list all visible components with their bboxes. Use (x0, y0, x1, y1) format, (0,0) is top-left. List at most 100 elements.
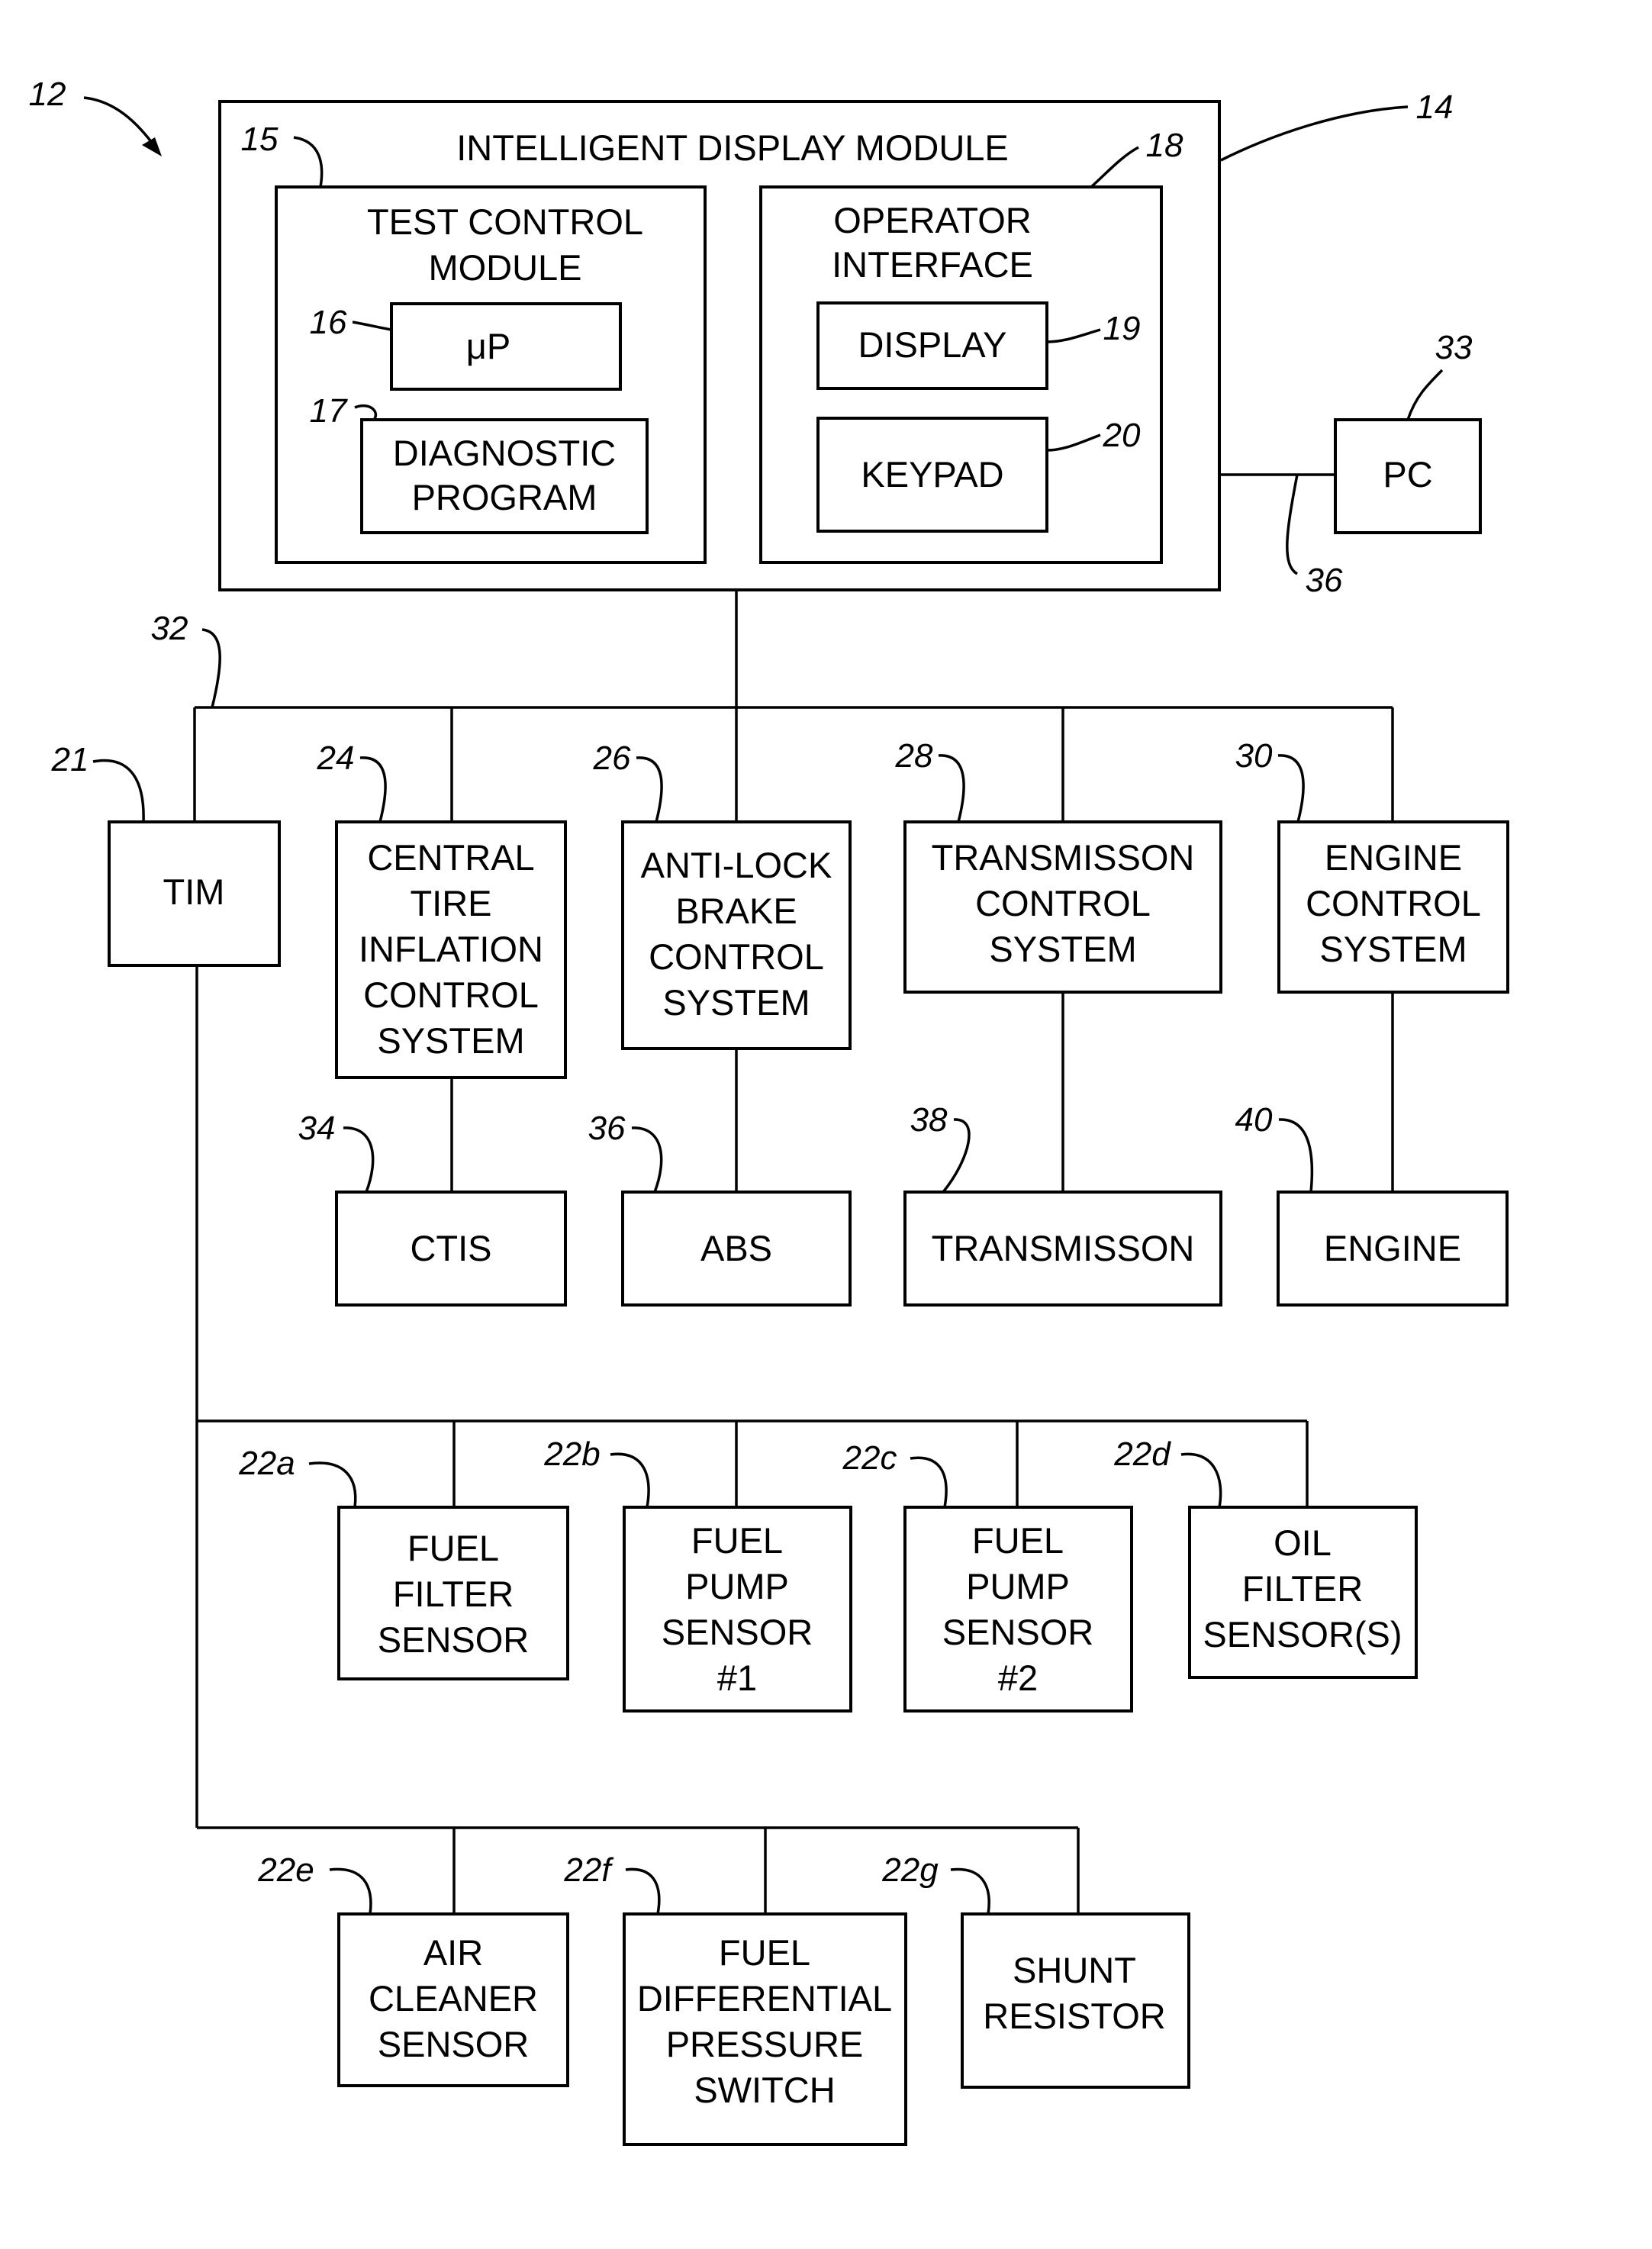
diagnostic-program-line-1: DIAGNOSTIC (393, 433, 616, 473)
transmission-control-line-1: TRANSMISSON (932, 837, 1195, 878)
fuel-pump-sensor-2-ref: 22c (842, 1439, 897, 1477)
fuel-pump-sensor-2-line-4: #2 (998, 1658, 1038, 1698)
microprocessor-label: μP (466, 326, 510, 366)
air-cleaner-sensor-leader (330, 1869, 371, 1914)
fuel-pump-sensor-1-line-1: FUEL (691, 1520, 783, 1561)
fuel-filter-sensor-leader (309, 1463, 356, 1507)
engine-ref: 40 (1235, 1101, 1273, 1139)
operator-interface-ref: 18 (1146, 127, 1183, 164)
abs-ref: 36 (588, 1110, 626, 1147)
fuel-diff-pressure-switch-line-1: FUEL (719, 1932, 810, 1973)
air-cleaner-sensor-line-2: CLEANER (369, 1978, 538, 2019)
ctis-leader (343, 1128, 373, 1192)
ctis-control-leader (360, 758, 385, 822)
oil-filter-sensor-line-3: SENSOR(S) (1203, 1614, 1402, 1655)
engine-control-ref: 30 (1235, 737, 1273, 775)
intelligent-display-module-leader (1221, 107, 1408, 160)
ctis-control-line-5: SYSTEM (377, 1020, 524, 1061)
fuel-filter-sensor-line-2: FILTER (393, 1574, 514, 1614)
fuel-pump-sensor-2-leader (910, 1458, 946, 1507)
test-control-module-ref: 15 (241, 121, 279, 158)
abs-control-line-4: SYSTEM (662, 982, 810, 1023)
abs-control-ref: 26 (593, 739, 631, 777)
ctis-label: CTIS (410, 1228, 491, 1268)
operator-interface-line-1: OPERATOR (833, 200, 1031, 240)
engine-label: ENGINE (1324, 1228, 1461, 1268)
ctis-control-line-3: INFLATION (359, 929, 543, 969)
shunt-resistor-ref: 22g (881, 1851, 939, 1889)
figure-ref-label: 12 (29, 76, 66, 113)
fuel-diff-pressure-switch-line-3: PRESSURE (666, 2024, 864, 2064)
display-label: DISPLAY (858, 324, 1006, 365)
tim-leader (93, 761, 143, 822)
fuel-pump-sensor-1-line-3: SENSOR (662, 1612, 813, 1652)
abs-control-line-1: ANTI-LOCK (641, 845, 832, 885)
pc-link-ref: 36 (1306, 562, 1343, 599)
abs-leader (632, 1128, 662, 1192)
transmission-control-ref: 28 (895, 737, 933, 775)
ctis-control-line-4: CONTROL (363, 975, 539, 1015)
intelligent-display-module-ref: 14 (1416, 89, 1454, 126)
abs-control-line-2: BRAKE (675, 891, 797, 931)
abs-label: ABS (700, 1228, 772, 1268)
fuel-diff-pressure-switch-line-4: SWITCH (694, 2070, 835, 2110)
shunt-resistor-leader (951, 1869, 989, 1914)
engine-control-line-1: ENGINE (1325, 837, 1462, 878)
keypad-label: KEYPAD (861, 454, 1003, 495)
fuel-pump-sensor-1-leader (610, 1454, 649, 1507)
ctis-ref: 34 (298, 1110, 336, 1147)
fuel-filter-sensor-ref: 22a (238, 1445, 295, 1482)
oil-filter-sensor-leader (1181, 1454, 1221, 1507)
fuel-diff-pressure-switch-ref: 22f (563, 1851, 614, 1889)
engine-leader (1279, 1120, 1312, 1192)
shunt-resistor-line-2: RESISTOR (983, 1996, 1165, 2036)
transmission-control-leader (939, 756, 964, 822)
keypad-ref: 20 (1103, 417, 1141, 454)
figure-pointer-arrow (84, 98, 156, 149)
abs-control-leader (636, 758, 662, 822)
figure-pointer-arrowhead (142, 137, 162, 156)
tim-ref: 21 (51, 741, 89, 778)
fuel-diff-pressure-switch-line-2: DIFFERENTIAL (637, 1978, 892, 2019)
fuel-pump-sensor-2-line-2: PUMP (966, 1566, 1070, 1606)
operator-interface-line-2: INTERFACE (832, 244, 1033, 285)
microprocessor-ref: 16 (310, 304, 347, 341)
shunt-resistor-line-1: SHUNT (1013, 1950, 1136, 1990)
engine-control-leader (1278, 756, 1303, 822)
oil-filter-sensor-ref: 22d (1113, 1435, 1171, 1473)
test-control-module-line-2: MODULE (428, 247, 581, 288)
air-cleaner-sensor-line-1: AIR (423, 1932, 483, 1973)
fuel-pump-sensor-1-line-2: PUMP (685, 1566, 789, 1606)
oil-filter-sensor-line-1: OIL (1274, 1522, 1332, 1563)
ctis-control-line-2: TIRE (410, 883, 491, 923)
ctis-control-ref: 24 (317, 739, 355, 777)
transmission-control-line-2: CONTROL (975, 883, 1151, 923)
tim-label: TIM (163, 872, 225, 912)
fuel-pump-sensor-1-line-4: #1 (717, 1658, 757, 1698)
transmission-control-line-3: SYSTEM (989, 929, 1136, 969)
fuel-filter-sensor-line-1: FUEL (407, 1528, 499, 1568)
transmission-label: TRANSMISSON (932, 1228, 1195, 1268)
data-bus-leader (202, 630, 220, 707)
fuel-pump-sensor-2-line-1: FUEL (972, 1520, 1064, 1561)
transmission-ref: 38 (910, 1101, 948, 1139)
diagnostic-program-ref: 17 (310, 392, 348, 430)
pc-ref: 33 (1435, 329, 1473, 366)
display-ref: 19 (1103, 310, 1141, 347)
pc-label: PC (1383, 454, 1432, 495)
abs-control-line-3: CONTROL (649, 936, 824, 977)
fuel-diff-pressure-switch-leader (626, 1869, 659, 1914)
fuel-pump-sensor-1-ref: 22b (543, 1435, 600, 1473)
engine-control-line-3: SYSTEM (1319, 929, 1467, 969)
diagnostic-program-line-2: PROGRAM (412, 477, 597, 517)
oil-filter-sensor-line-2: FILTER (1242, 1568, 1363, 1609)
fuel-pump-sensor-2-line-3: SENSOR (942, 1612, 1094, 1652)
fuel-filter-sensor-line-3: SENSOR (378, 1619, 530, 1660)
data-bus-ref: 32 (151, 610, 188, 647)
air-cleaner-sensor-ref: 22e (257, 1851, 314, 1889)
ctis-control-line-1: CENTRAL (367, 837, 534, 878)
pc-leader (1408, 370, 1442, 420)
engine-control-line-2: CONTROL (1306, 883, 1481, 923)
